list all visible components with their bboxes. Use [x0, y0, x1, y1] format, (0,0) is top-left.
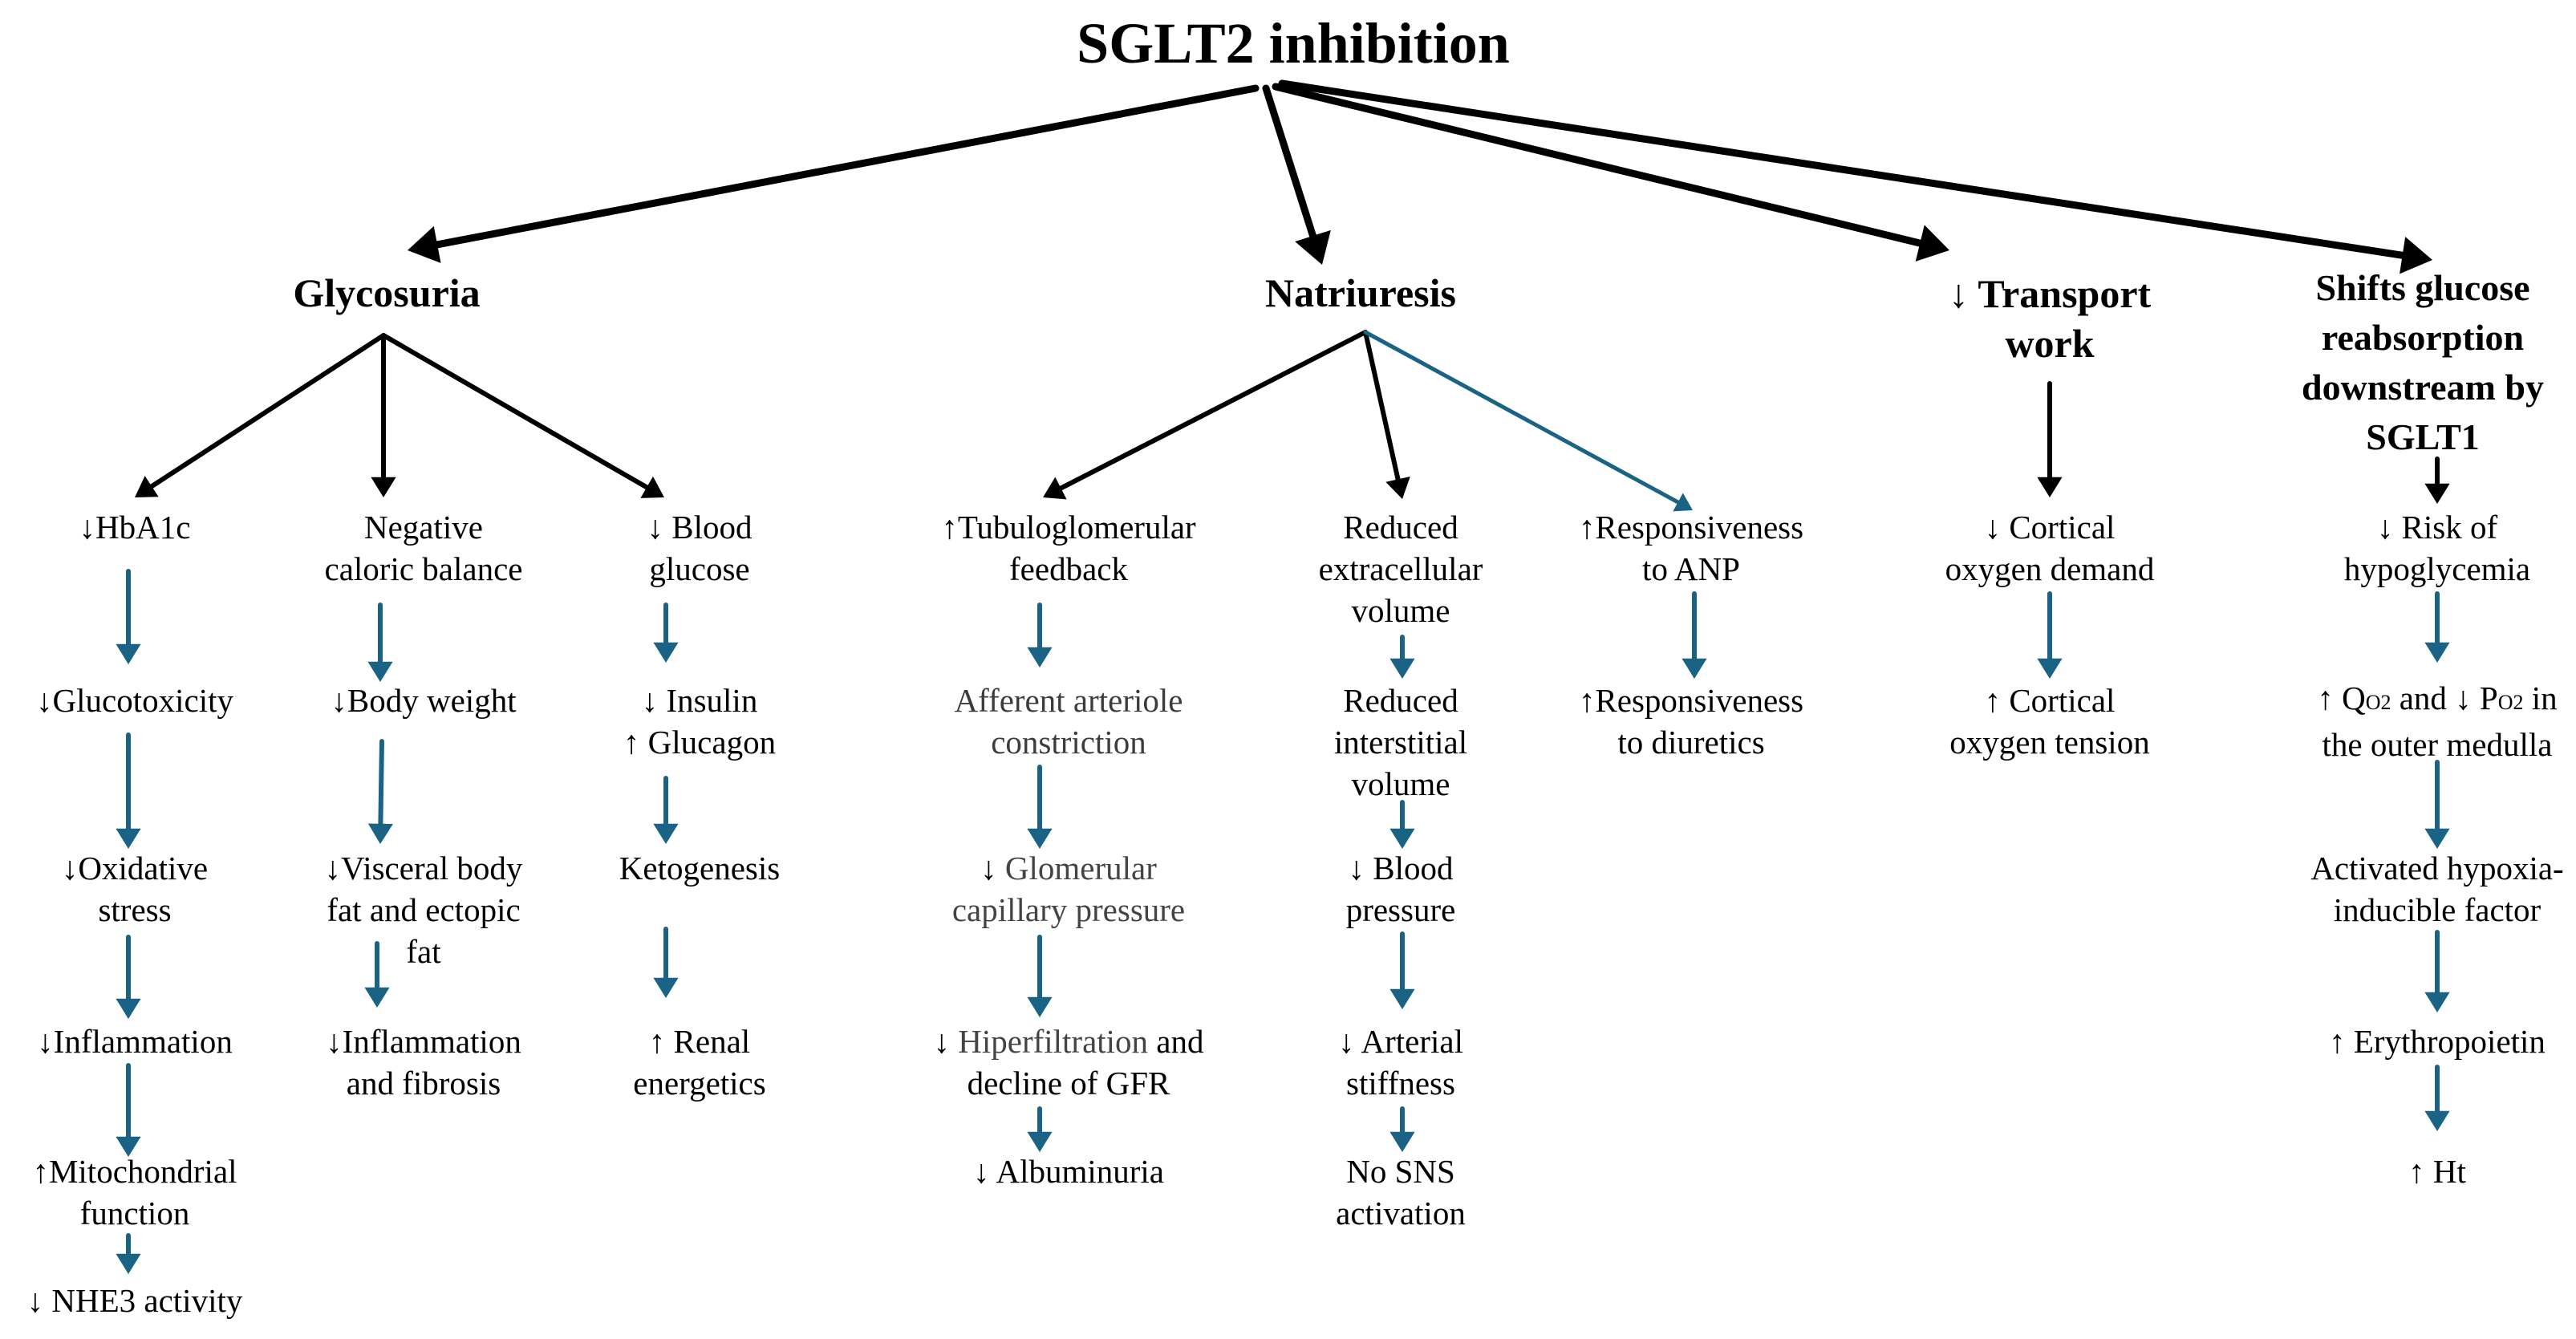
branch-glycosuria: Glycosuria — [293, 270, 481, 315]
arrow-mitochondrial-nhe3 — [116, 1233, 141, 1274]
arrow-oxidative-inflammation — [116, 935, 141, 1019]
arrow-glycosuria-hba1c — [135, 333, 386, 497]
arrow-extracellular-interstitial — [1389, 635, 1415, 679]
node-insulin-glucagon: ↓ Insulin ↑ Glucagon — [623, 682, 777, 761]
node-renal-energetics: ↑ Renal energetics — [633, 1023, 766, 1102]
node-body-weight: ↓Body weight — [331, 682, 517, 719]
arrow-risk-qo2 — [2424, 591, 2450, 663]
arrow-interstitial-bp — [1389, 800, 1415, 849]
arrow-caloric-bodyweight — [367, 603, 393, 682]
node-albuminuria: ↓ Albuminuria — [972, 1153, 1165, 1190]
arrow-natriuresis-tgf — [1043, 330, 1368, 500]
arrow-ketogenesis-energetics — [653, 927, 679, 998]
arrow-glucotoxicity-oxidative — [116, 732, 141, 849]
arrow-title-glycosuria — [408, 84, 1260, 263]
node-risk-hypoglycemia: ↓ Risk of hypoglycemia — [2343, 509, 2531, 587]
node-cortical-oxygen-demand: ↓ Cortical oxygen demand — [1945, 509, 2155, 587]
node-blood-pressure: ↓ Blood pressure — [1345, 850, 1456, 928]
arrow-demand-tension — [2037, 591, 2063, 679]
node-responsiveness-anp: ↑Responsiveness to ANP — [1578, 509, 1804, 587]
arrow-inflammation-mitochondrial — [116, 1063, 141, 1157]
arrow-visceral-inflammation — [364, 941, 390, 1008]
node-ketogenesis: Ketogenesis — [619, 850, 781, 887]
arrow-shifts-risk — [2424, 456, 2450, 504]
node-negative-caloric-balance: Negative caloric balance — [324, 509, 523, 587]
node-afferent-constriction: Afferent arteriole constriction — [954, 682, 1183, 761]
arrow-tgf-afferent — [1027, 603, 1053, 667]
arrow-title-shifts — [1278, 79, 2432, 274]
node-no-sns-activation: No SNS activation — [1336, 1153, 1466, 1231]
node-nhe3-activity: ↓ NHE3 activity — [26, 1282, 243, 1319]
node-hba1c: ↓HbA1c — [79, 509, 191, 546]
arrow-title-natriuresis — [1262, 84, 1331, 265]
node-arterial-stiffness: ↓ Arterial stiffness — [1338, 1023, 1463, 1102]
node-responsiveness-diuretics: ↑Responsiveness to diuretics — [1578, 682, 1804, 761]
arrow-hif-epo — [2424, 930, 2450, 1012]
arrow-stiffness-sns — [1389, 1106, 1415, 1152]
node-visceral-fat: ↓Visceral body fat and ectopic fat — [324, 850, 523, 970]
arrow-qo2-hif — [2424, 760, 2450, 849]
arrow-insulin-ketogenesis — [653, 776, 679, 844]
arrow-natriuresis-anp — [1363, 330, 1693, 512]
arrow-afferent-glomerular — [1027, 765, 1053, 849]
arrow-glomerular-hyper — [1027, 935, 1053, 1017]
node-oxidative-stress: ↓Oxidative stress — [61, 850, 209, 928]
arrow-title-transport — [1272, 83, 1949, 262]
arrow-epo-ht — [2424, 1065, 2450, 1131]
arrow-glycosuria-glucose — [381, 333, 664, 498]
node-inflammation-fibrosis: ↓Inflammation and fibrosis — [326, 1023, 521, 1102]
node-extracellular-volume: Reduced extracellular volume — [1318, 509, 1483, 629]
branch-natriuresis: Natriuresis — [1265, 270, 1456, 315]
node-erythropoietin: ↑ Erythropoietin — [2329, 1023, 2546, 1060]
arrow-glycosuria-caloric — [371, 333, 396, 497]
node-ht: ↑ Ht — [2408, 1153, 2466, 1190]
node-hypoxia-inducible-factor: Activated hypoxia- inducible factor — [2310, 850, 2564, 928]
arrow-glucose-insulin — [653, 603, 679, 663]
node-blood-glucose: ↓ Blood glucose — [647, 509, 753, 587]
node-cortical-oxygen-tension: ↑ Cortical oxygen tension — [1949, 682, 2150, 761]
branch-shifts-glucose: Shifts glucose reabsorption downstream b… — [2301, 267, 2545, 457]
node-inflammation: ↓Inflammation — [37, 1023, 233, 1060]
arrow-natriuresis-volume — [1363, 330, 1410, 499]
diagram-title: SGLT2 inhibition — [1077, 11, 1510, 75]
node-mitochondrial-function: ↑Mitochondrial function — [32, 1153, 237, 1231]
node-interstitial-volume: Reduced interstitial volume — [1333, 682, 1468, 802]
node-tubuloglomerular-feedback: ↑Tubuloglomerular feedback — [941, 509, 1196, 587]
node-glucotoxicity: ↓Glucotoxicity — [36, 682, 233, 719]
arrow-hba1c-glucotoxicity — [116, 569, 141, 664]
arrow-transport-demand — [2037, 381, 2063, 497]
branch-transport-work: ↓ Transport work — [1948, 271, 2152, 366]
arrow-bp-stiffness — [1389, 931, 1415, 1009]
arrow-hyper-albuminuria — [1027, 1106, 1053, 1152]
arrow-bodyweight-visceral — [367, 739, 393, 844]
arrow-anp-diuretics — [1681, 591, 1707, 679]
